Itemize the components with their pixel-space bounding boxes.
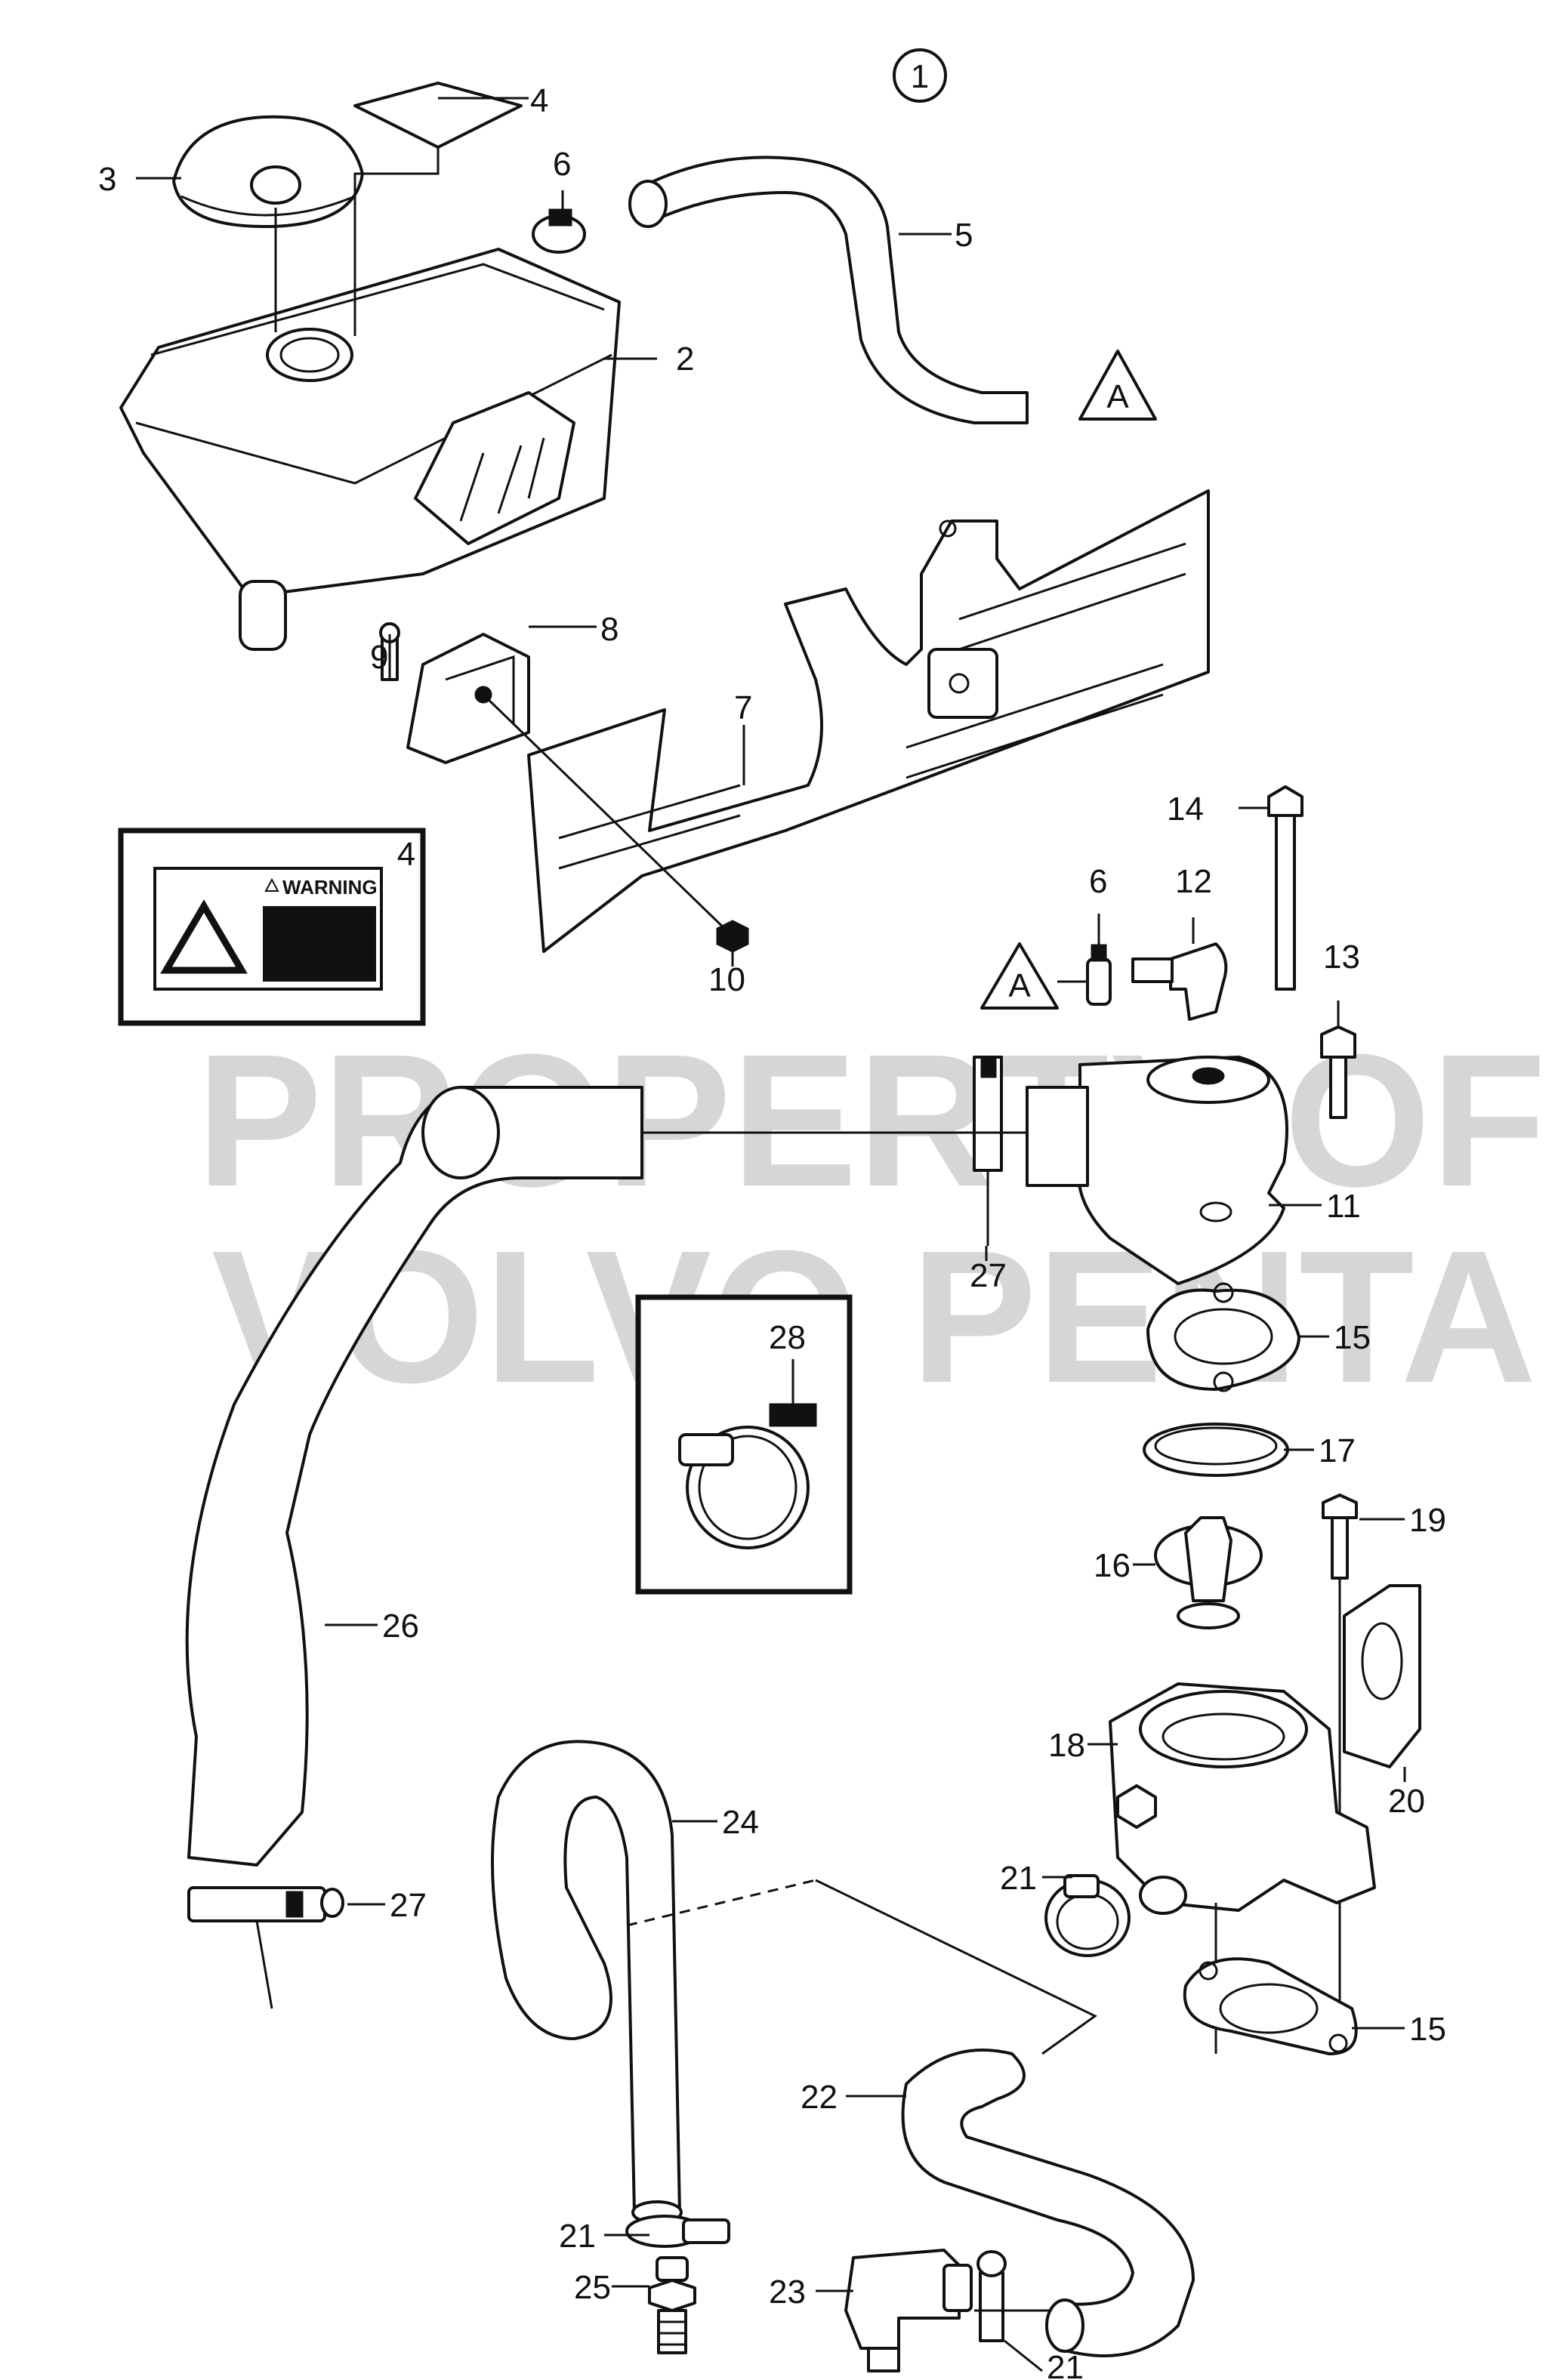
- hose-clip-27-upper: [973, 1056, 1003, 1246]
- callout-22: 22: [801, 2079, 838, 2116]
- callout-5: 5: [955, 217, 973, 254]
- group-number-badge: 1: [893, 48, 947, 103]
- group-number: 1: [911, 58, 929, 95]
- callout-21-mid: 21: [1000, 1860, 1037, 1897]
- elbow-23: [844, 2249, 973, 2372]
- warning-label-number: 4: [397, 836, 415, 873]
- callout-6-mid: 6: [1089, 863, 1107, 900]
- callout-27-lower: 27: [390, 1887, 427, 1924]
- callout-10: 10: [708, 961, 745, 998]
- hose-clip-21-right: [974, 2250, 1050, 2342]
- bolt-long: [1267, 785, 1303, 991]
- callout-11: 11: [1326, 1188, 1361, 1225]
- leader-lines: [136, 97, 1406, 2372]
- callout-23: 23: [769, 2274, 806, 2311]
- callout-12: 12: [1175, 863, 1212, 900]
- nipple: [1086, 944, 1112, 1006]
- hose-clamp-21-mid: [1044, 1874, 1131, 1957]
- bolt-19: [1322, 1494, 1358, 2039]
- warning-triangle-icon: [160, 899, 248, 974]
- callout-18: 18: [1048, 1727, 1085, 1764]
- warning-label: WARNING 4: [118, 828, 426, 1026]
- hose-clamp-kit: [635, 1294, 853, 1595]
- connection-marker-mid: A: [980, 942, 1088, 1010]
- callout-15-lower: 15: [1409, 2011, 1446, 2048]
- main-hose: [185, 1086, 1027, 1867]
- nipple-25: [648, 2256, 696, 2354]
- warning-text: WARNING: [282, 876, 378, 899]
- bracket-20: [1343, 1584, 1421, 1768]
- callout-8: 8: [600, 611, 619, 648]
- callout-20: 20: [1388, 1783, 1425, 1820]
- callout-27-upper: 27: [970, 1257, 1007, 1294]
- filler-cap: [172, 115, 364, 228]
- watermark-line-2: VOLVO PENTA: [211, 1211, 1537, 1422]
- callout-6-top: 6: [553, 146, 571, 183]
- expansion-tank: [119, 248, 621, 651]
- callout-15-upper: 15: [1334, 1319, 1371, 1356]
- assembly-line-bracket: [482, 693, 734, 938]
- callout-7: 7: [734, 689, 752, 726]
- bolt-short: [1320, 1025, 1356, 1119]
- thermostat-housing: [1109, 1682, 1376, 2054]
- callout-21-right: 21: [1047, 2349, 1084, 2380]
- callout-28: 28: [769, 1319, 806, 1356]
- thermostat-cover: [1026, 1056, 1288, 1285]
- hose-clamp-21-lower: [625, 2215, 730, 2248]
- elbow-connector: [1131, 942, 1228, 1021]
- callout-14: 14: [1167, 791, 1204, 828]
- callout-13: 13: [1323, 939, 1360, 976]
- thermostat: [1154, 1516, 1263, 1629]
- hose-clip-upper: [532, 208, 586, 254]
- callout-19: 19: [1409, 1502, 1446, 1539]
- gasket-lower: [1183, 1957, 1358, 2055]
- callout-numbers: 2 3 4 5 6 7 8 9 10 6 12 14 13 11 27 28 1…: [98, 82, 1446, 2380]
- callout-21-left: 21: [559, 2218, 596, 2255]
- hose-upper: [628, 156, 1029, 424]
- callout-24: 24: [722, 1804, 759, 1841]
- callout-3: 3: [98, 161, 116, 198]
- marker-a-mid: A: [1008, 967, 1031, 1004]
- callout-4: 4: [530, 82, 548, 119]
- callout-2: 2: [676, 341, 694, 378]
- callout-9: 9: [370, 639, 388, 676]
- small-bracket: [406, 633, 530, 764]
- marker-a-top: A: [1106, 378, 1129, 415]
- seal-ring: [1143, 1423, 1289, 1477]
- callout-26: 26: [382, 1608, 419, 1645]
- hose-clip-27-lower: [187, 1886, 344, 2009]
- label-sheet: [353, 82, 523, 149]
- callout-16: 16: [1094, 1547, 1131, 1584]
- callout-17: 17: [1319, 1432, 1356, 1469]
- callout-25: 25: [574, 2269, 611, 2306]
- small-warning-icon: [264, 877, 279, 892]
- hose-s: [901, 2049, 1195, 2357]
- connection-marker-top: A: [1078, 350, 1157, 421]
- mounting-bracket: [527, 489, 1210, 953]
